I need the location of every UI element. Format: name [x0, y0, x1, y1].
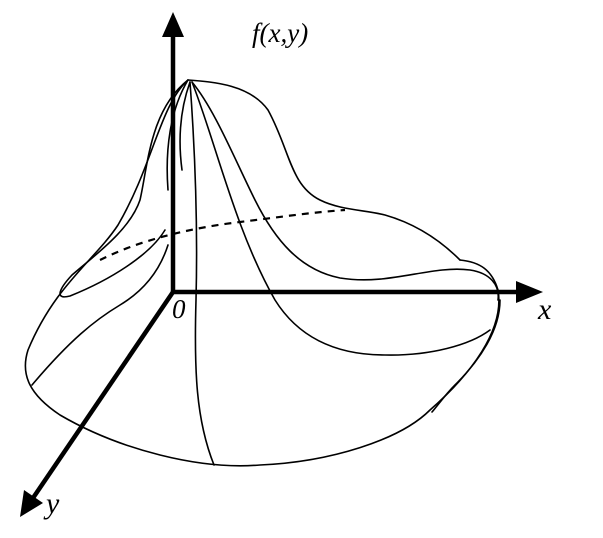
surface-left-fold-inner: [166, 79, 189, 191]
surface-meridian-4: [179, 81, 191, 171]
surface-right-lip: [431, 299, 501, 413]
surface-left-fold-outer: [59, 79, 189, 298]
surface-cross-curve-front: [31, 244, 169, 386]
surface-meridian-3: [191, 81, 499, 301]
y-axis-label: y: [43, 487, 60, 520]
x-axis-label: x: [537, 293, 552, 326]
surface-outline: [24, 79, 500, 467]
y-axis-arrowhead: [20, 490, 43, 517]
z-axis-arrowhead: [162, 12, 184, 37]
surface-meridian-1: [189, 81, 215, 466]
surface-back-ridge: [187, 79, 461, 261]
surface-meridian-2: [191, 81, 491, 356]
y-axis-line: [31, 290, 175, 500]
function-label: f(x,y): [252, 18, 308, 48]
origin-label: 0: [172, 294, 186, 324]
x-axis-arrowhead: [516, 281, 543, 303]
surface-hidden-curve: [99, 208, 346, 261]
